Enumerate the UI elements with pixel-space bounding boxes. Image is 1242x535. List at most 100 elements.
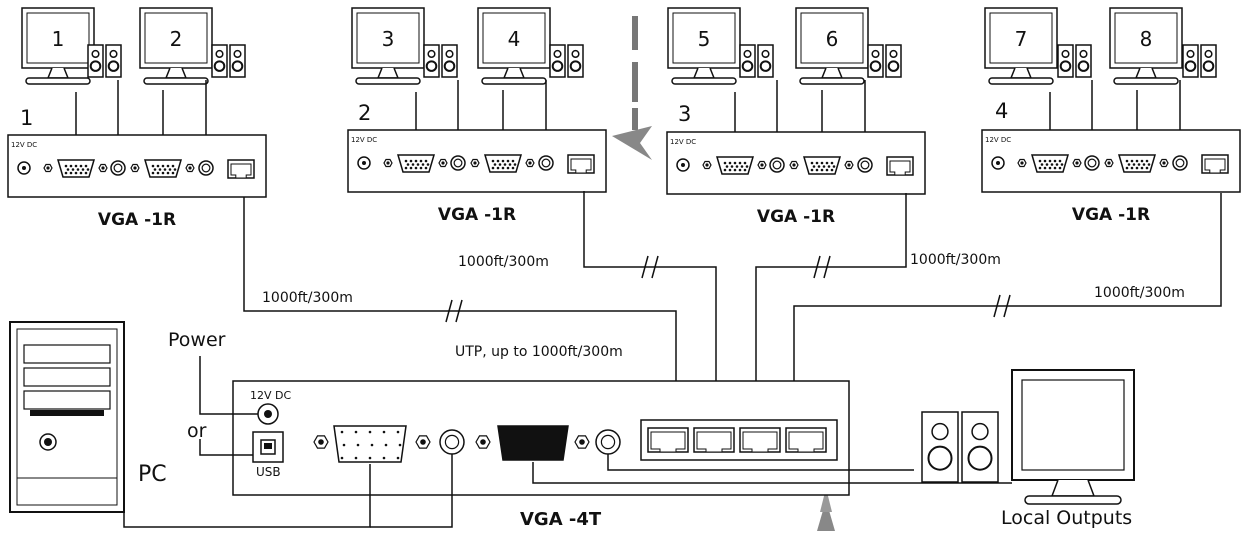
speaker-icon bbox=[1075, 44, 1092, 78]
screw-hole bbox=[847, 163, 851, 167]
vga-pin bbox=[491, 166, 495, 170]
vga-pin bbox=[414, 159, 418, 163]
screw-hole bbox=[101, 166, 105, 170]
vga-pin bbox=[421, 163, 425, 166]
cable-line bbox=[123, 464, 371, 528]
vga-pin bbox=[1040, 163, 1044, 166]
speaker-icon bbox=[423, 44, 440, 78]
vga-shell bbox=[497, 425, 569, 461]
jack-inner bbox=[453, 158, 463, 168]
break-slash bbox=[823, 255, 831, 279]
cable-line bbox=[583, 191, 717, 381]
vga-pin bbox=[370, 443, 374, 447]
cable-line bbox=[755, 193, 907, 381]
speaker-woofer bbox=[967, 445, 993, 471]
cable-line bbox=[607, 454, 914, 471]
screw-hole bbox=[1020, 161, 1024, 165]
audio-jack-icon bbox=[198, 160, 214, 176]
vga-pin bbox=[69, 171, 73, 175]
speaker-icon bbox=[87, 44, 104, 78]
speaker-icon bbox=[739, 44, 756, 78]
vga-pin bbox=[151, 164, 155, 168]
dc-jack-pin bbox=[22, 166, 26, 170]
vga-pin bbox=[426, 163, 430, 166]
vga-pin bbox=[342, 443, 346, 447]
monitor-screen bbox=[26, 12, 90, 64]
speaker-tweeter bbox=[971, 422, 989, 441]
monitor-number: 3 bbox=[382, 27, 395, 51]
monitor-number: 4 bbox=[508, 27, 521, 51]
vga-pin bbox=[513, 163, 517, 166]
monitor-number: 7 bbox=[1015, 27, 1028, 51]
vga-pin bbox=[493, 163, 497, 166]
vga-pin bbox=[1137, 163, 1141, 166]
monitor-base bbox=[1024, 495, 1122, 505]
receiver-power-label: 12V DC bbox=[11, 141, 37, 149]
vga-pin bbox=[1058, 166, 1062, 170]
monitor-icon: 1 bbox=[21, 7, 95, 85]
vga-pin bbox=[158, 168, 162, 171]
cable-length-label-4: 1000ft/300m bbox=[1094, 285, 1185, 301]
monitor-screen bbox=[800, 12, 864, 64]
vga-pin bbox=[1053, 159, 1057, 163]
monitor-base bbox=[481, 77, 547, 85]
monitor-neck bbox=[820, 67, 844, 79]
monitor-icon: 8 bbox=[1109, 7, 1183, 85]
vga-pin bbox=[64, 164, 68, 168]
monitor-number: 2 bbox=[170, 27, 183, 51]
pc-drive-bay bbox=[23, 344, 111, 364]
vga-pin bbox=[491, 159, 495, 163]
speaker-tweeter bbox=[445, 49, 454, 59]
speaker-woofer bbox=[107, 60, 120, 72]
vga-pin bbox=[340, 430, 344, 434]
monitor-icon: 6 bbox=[795, 7, 869, 85]
speaker-icon bbox=[961, 411, 999, 483]
or-text: or bbox=[187, 420, 207, 442]
vga-pin bbox=[1132, 163, 1136, 166]
vga-pin bbox=[404, 159, 408, 163]
vga-pin bbox=[171, 171, 175, 175]
speaker-tweeter bbox=[427, 49, 436, 59]
monitor-base bbox=[25, 77, 91, 85]
monitor-number: 8 bbox=[1140, 27, 1153, 51]
vga-pin bbox=[1140, 159, 1144, 163]
speaker-tweeter bbox=[91, 49, 100, 59]
vga-pin bbox=[728, 168, 732, 172]
speaker-icon bbox=[867, 44, 884, 78]
vga-pin bbox=[740, 165, 744, 168]
break-slash bbox=[1003, 294, 1011, 318]
monitor-screen bbox=[1114, 12, 1178, 64]
speaker-woofer bbox=[741, 60, 754, 72]
vga-pin bbox=[1053, 166, 1057, 170]
vga-port-icon bbox=[497, 425, 569, 461]
vga-pin bbox=[74, 171, 78, 175]
monitor-neck bbox=[164, 67, 188, 79]
vga-port-icon bbox=[56, 159, 96, 178]
break-slash bbox=[651, 255, 659, 279]
vga-pin bbox=[735, 165, 739, 168]
dc-jack-pin bbox=[362, 161, 366, 165]
dc-jack-pin bbox=[264, 410, 272, 418]
vga-pin bbox=[1048, 159, 1052, 163]
vga-pin bbox=[71, 168, 75, 171]
vga-pin bbox=[171, 164, 175, 168]
vga-pin bbox=[1145, 166, 1149, 170]
speaker-woofer bbox=[89, 60, 102, 72]
break-slash bbox=[641, 255, 649, 279]
speaker-tweeter bbox=[1061, 49, 1070, 59]
pc-text: PC bbox=[138, 462, 167, 487]
arrow-icon bbox=[820, 488, 832, 512]
cable-length-label-2: 1000ft/300m bbox=[458, 254, 549, 270]
rj45-port-icon bbox=[785, 427, 827, 453]
receiver-power-label: 12V DC bbox=[351, 136, 377, 144]
vga-pin bbox=[151, 171, 155, 175]
vga-pin bbox=[498, 163, 502, 166]
speaker-woofer bbox=[927, 445, 953, 471]
vga-pin bbox=[161, 171, 165, 175]
vga-pin bbox=[825, 161, 829, 165]
screw-hole bbox=[420, 439, 426, 445]
vga-pin bbox=[723, 161, 727, 165]
vga-pin bbox=[830, 161, 834, 165]
audio-jack-icon bbox=[857, 157, 873, 173]
